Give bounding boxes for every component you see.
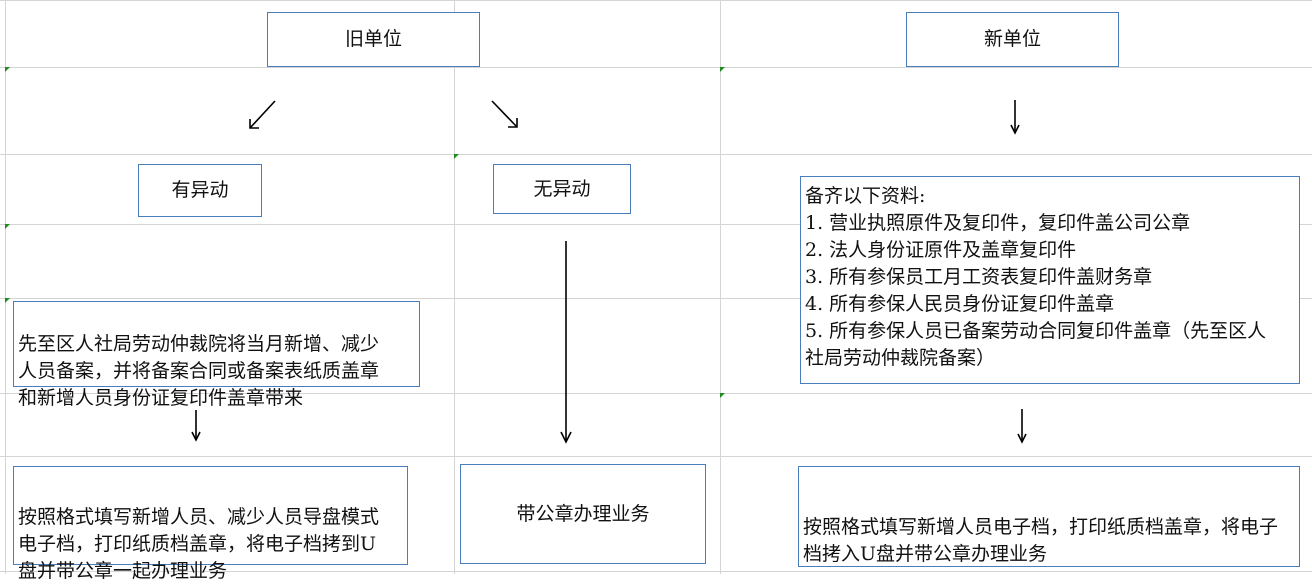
new-materials-item: 1. 营业执照原件及复印件，复印件盖公司公章 bbox=[805, 212, 1191, 234]
arrow-down-changed bbox=[191, 410, 201, 442]
changed-step1-text: 先至区人社局劳动仲裁院将当月新增、减少 人员备案，并将备案合同或备案表纸质盖章 … bbox=[18, 333, 380, 409]
new-materials-item: 4. 所有参保人民员身份证复印件盖章 bbox=[805, 293, 1115, 315]
cell-comment-marker bbox=[720, 67, 725, 72]
new-materials-heading: 备齐以下资料: bbox=[805, 185, 926, 207]
cell-comment-marker bbox=[454, 154, 459, 159]
new-unit-label: 新单位 bbox=[983, 28, 1041, 50]
arrow-down-new-materials bbox=[1017, 409, 1027, 444]
cell-comment-marker bbox=[5, 224, 10, 229]
arrow-down-new-unit bbox=[1010, 100, 1020, 135]
unchanged-box: 无异动 bbox=[493, 164, 631, 214]
arrow-down-left bbox=[249, 100, 276, 129]
new-unit-box: 新单位 bbox=[906, 12, 1119, 67]
new-materials-item: 社局劳动仲裁院备案） bbox=[805, 347, 996, 369]
new-materials-item: 3. 所有参保员工月工资表复印件盖财务章 bbox=[805, 266, 1153, 288]
arrow-down-unchanged-long bbox=[560, 241, 572, 444]
old-unit-box: 旧单位 bbox=[267, 12, 480, 67]
cell-comment-marker bbox=[5, 298, 10, 303]
cell-comment-marker bbox=[720, 393, 725, 398]
changed-step2-box: 按照格式填写新增人员、减少人员导盘模式 电子档，打印纸质档盖章，将电子档拷到U … bbox=[13, 466, 408, 582]
new-step-box: 按照格式填写新增人员电子档，打印纸质档盖章，将电子 档拷入U盘并带公章办理业务 bbox=[798, 466, 1300, 567]
unchanged-step-box: 带公章办理业务 bbox=[460, 464, 706, 564]
arrow-down-right bbox=[491, 100, 518, 128]
new-materials-item: 5. 所有参保人员已备案劳动合同复印件盖章（先至区人 bbox=[805, 320, 1267, 342]
changed-box: 有异动 bbox=[138, 164, 262, 217]
changed-step1-box: 先至区人社局劳动仲裁院将当月新增、减少 人员备案，并将备案合同或备案表纸质盖章 … bbox=[13, 301, 420, 409]
new-step-text: 按照格式填写新增人员电子档，打印纸质档盖章，将电子 档拷入U盘并带公章办理业务 bbox=[803, 516, 1279, 565]
unchanged-step-text: 带公章办理业务 bbox=[516, 502, 650, 525]
old-unit-label: 旧单位 bbox=[344, 28, 402, 50]
new-materials-item: 2. 法人身份证原件及盖章复印件 bbox=[805, 239, 1077, 261]
new-materials-box: 备齐以下资料: 1. 营业执照原件及复印件，复印件盖公司公章 2. 法人身份证原… bbox=[800, 176, 1300, 384]
unchanged-label: 无异动 bbox=[533, 177, 591, 200]
cell-comment-marker bbox=[5, 67, 10, 72]
changed-label: 有异动 bbox=[171, 179, 229, 201]
